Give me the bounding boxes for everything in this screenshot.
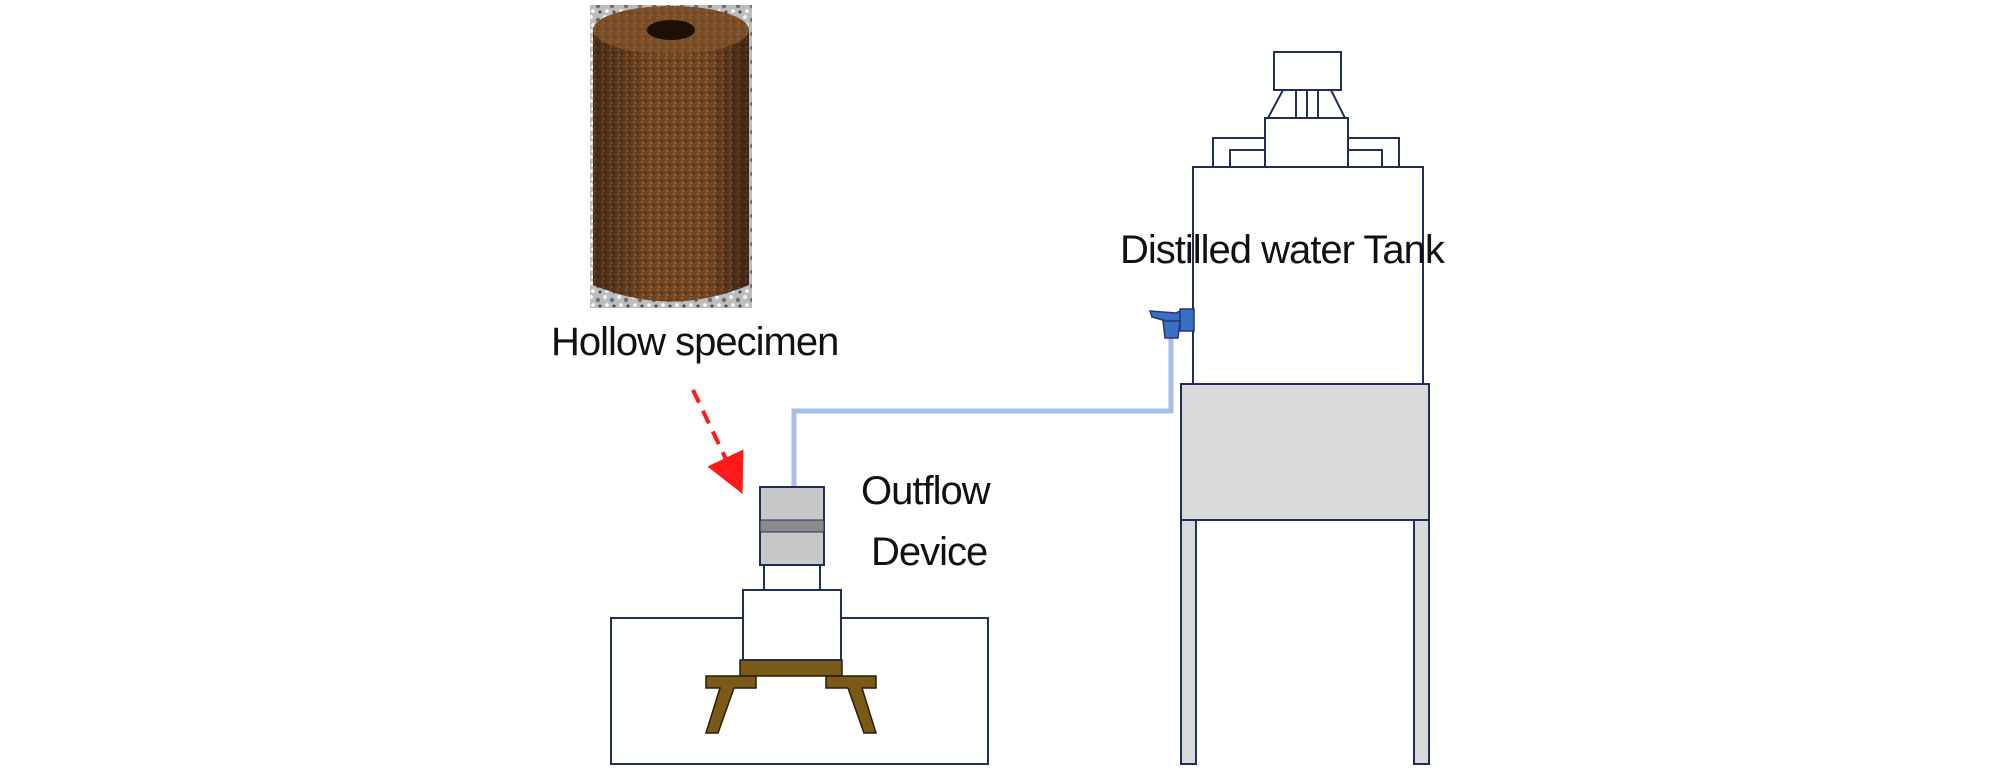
faucet-icon: [1148, 308, 1195, 339]
tank-lid-assembly: [1212, 51, 1400, 168]
outflow-device-cylinder: [759, 486, 825, 566]
specimen-label: Hollow specimen: [551, 320, 838, 364]
device-clamp: [704, 659, 878, 734]
stand-top: [1180, 383, 1430, 521]
stand-leg-right: [1413, 519, 1430, 765]
hollow-specimen-photo: [590, 5, 752, 308]
water-supply-line: [791, 336, 1174, 487]
distilled-water-tank: [1192, 166, 1424, 385]
device-neck: [763, 564, 821, 591]
outflow-label-line1: Outflow: [861, 469, 991, 513]
outflow-label-line2: Device: [871, 530, 987, 574]
tank-label: Distilled water Tank: [1120, 228, 1446, 272]
device-holder: [742, 589, 842, 661]
stand-leg-left: [1180, 519, 1197, 765]
specimen-arrow: [691, 389, 744, 495]
